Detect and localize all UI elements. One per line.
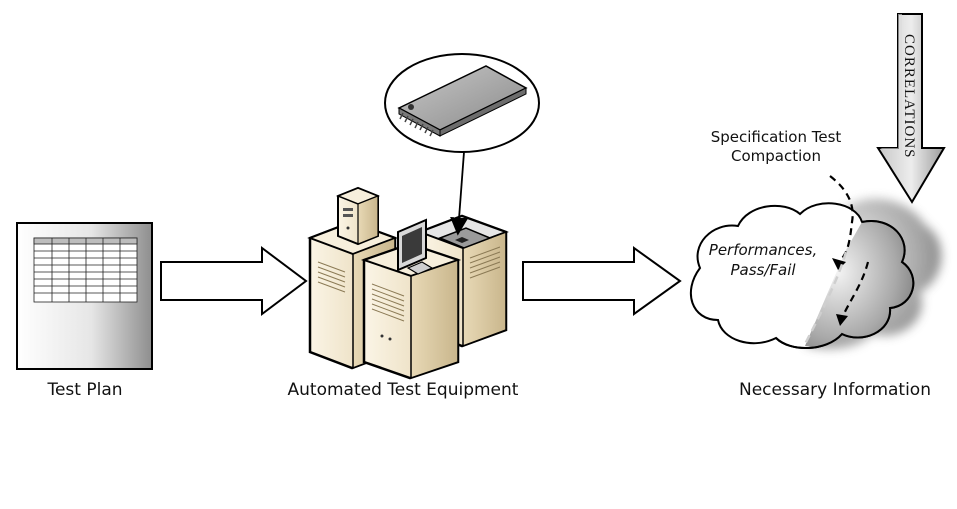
flow-arrow-2: [522, 246, 682, 316]
compaction-dashed-line-lower: [840, 261, 870, 319]
spec-label-line2: Compaction: [731, 147, 821, 165]
test-plan-document-icon: [16, 222, 153, 370]
callout-pointer: [450, 151, 469, 236]
cloud-shaded-region: [805, 221, 914, 347]
performances-pass-fail-label: Performances, Pass/Fail: [709, 240, 817, 280]
correlations-label: CORRELATIONS: [901, 34, 917, 159]
monitor-icon: [397, 218, 434, 275]
spec-label-line1: Specification Test: [710, 128, 842, 146]
correlations-arrow: CORRELATIONS: [876, 13, 946, 204]
server-cabinet-icon: [360, 242, 462, 380]
test-plan-table: [33, 237, 138, 303]
ate-label: Automated Test Equipment: [287, 380, 519, 400]
flow-arrow-1: [160, 246, 308, 316]
necessary-information-label: Necessary Information: [739, 380, 931, 400]
test-plan-label: Test Plan: [47, 380, 123, 400]
ic-chip-icon: [397, 65, 528, 137]
performances-line: Performances,: [708, 241, 818, 259]
pass-fail-line: Pass/Fail: [730, 261, 796, 279]
ate-equipment-icon: [307, 186, 509, 380]
cloud-icon: [690, 175, 942, 350]
cpu-tower-icon: [335, 186, 381, 246]
compaction-boundary-line: [802, 251, 848, 347]
specification-test-compaction-label: Specification Test Compaction: [711, 128, 842, 166]
ic-chip-callout: [384, 53, 540, 236]
